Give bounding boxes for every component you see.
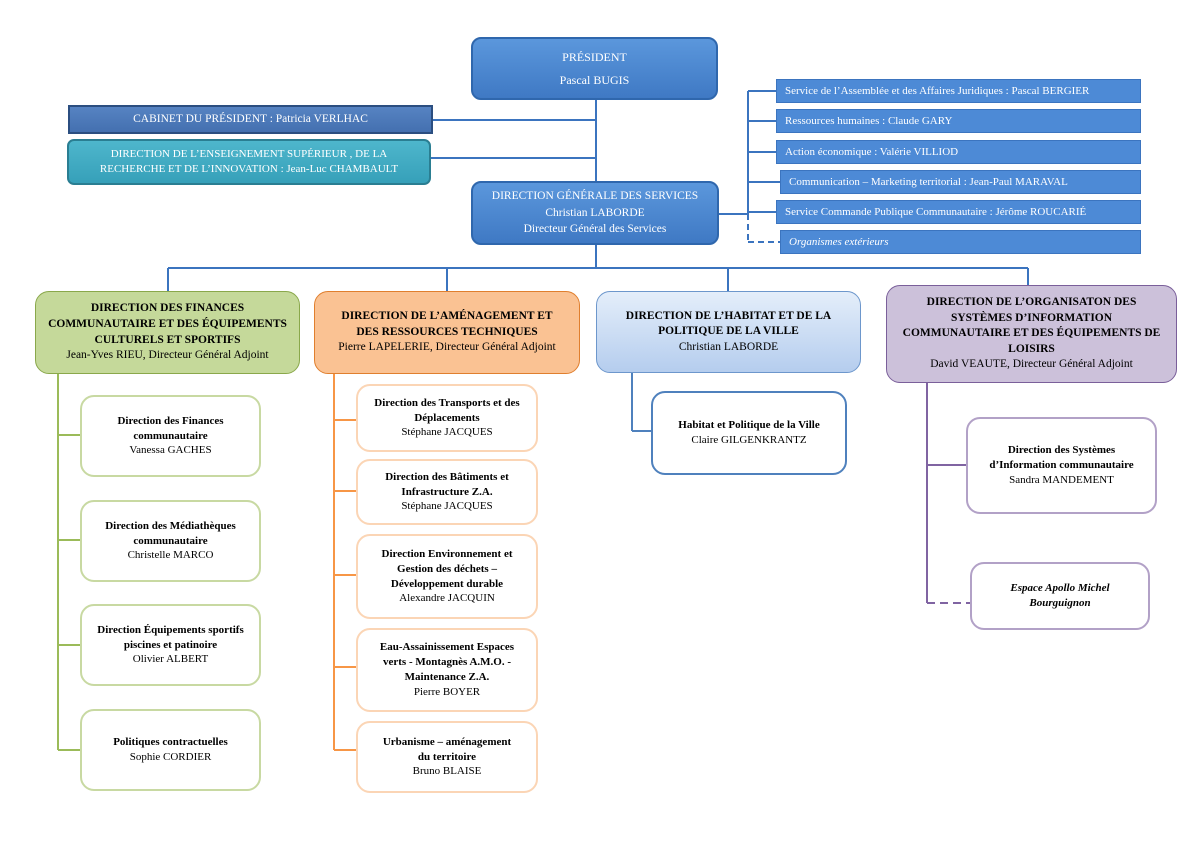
direction-systemes-title: DIRECTION DE L’ORGANISATON DES SYSTÈMES …: [902, 296, 1161, 355]
service-eco-label: Action économique : Valérie VILLIOD: [785, 146, 959, 158]
sub-transports-person: Stéphane JACQUES: [401, 426, 493, 439]
sub-mediatheques: Direction des Médiathèques communautaire…: [80, 500, 261, 582]
dgs-name: Christian LABORDE: [545, 206, 645, 219]
enseignement-box: DIRECTION DE L’ENSEIGNEMENT SUPÉRIEUR , …: [67, 139, 431, 185]
sub-politiques: Politiques contractuelles Sophie CORDIER: [80, 709, 261, 791]
president-title: PRÉSIDENT: [562, 50, 627, 65]
direction-habitat-title: DIRECTION DE L’HABITAT ET DE LA POLITIQU…: [625, 309, 832, 338]
sub-apollo-title: Espace Apollo Michel Bourguignon: [1010, 582, 1110, 609]
service-commande-label: Service Commande Publique Communautaire …: [785, 206, 1087, 218]
sub-environnement-person: Alexandre JACQUIN: [399, 592, 495, 605]
sub-finances-title: Direction des Finances communautaire: [117, 414, 224, 442]
president-name: Pascal BUGIS: [559, 72, 630, 87]
president-box: PRÉSIDENT Pascal BUGIS: [471, 37, 718, 100]
sub-equipements-title: Direction Équipements sportifs piscines …: [97, 623, 244, 651]
service-organismes-label: Organismes extérieurs: [789, 236, 889, 248]
sub-equipements: Direction Équipements sportifs piscines …: [80, 604, 261, 686]
service-rh: Ressources humaines : Claude GARY: [776, 109, 1141, 133]
sub-systemes-info-title: Direction des Systèmes d’Information com…: [989, 444, 1134, 472]
sub-habitat: Habitat et Politique de la Ville Claire …: [651, 391, 847, 475]
sub-apollo: Espace Apollo Michel Bourguignon: [970, 562, 1150, 630]
sub-urbanisme: Urbanisme – aménagement du territoire Br…: [356, 721, 538, 793]
direction-finances-person: Jean-Yves RIEU, Directeur Général Adjoin…: [66, 349, 269, 362]
direction-habitat-person: Christian LABORDE: [678, 340, 779, 353]
sub-eau-title: Eau-Assainissement Espaces verts - Monta…: [379, 641, 515, 683]
service-organismes: Organismes extérieurs: [780, 230, 1141, 254]
sub-mediatheques-title: Direction des Médiathèques communautaire: [105, 519, 236, 547]
sub-habitat-title: Habitat et Politique de la Ville: [678, 419, 820, 432]
sub-environnement-title: Direction Environnement et Gestion des d…: [381, 547, 513, 590]
direction-systemes-person: David VEAUTE, Directeur Général Adjoint: [930, 358, 1133, 371]
cabinet-label: CABINET DU PRÉSIDENT : Patricia VERLHAC: [133, 112, 368, 125]
service-assemblee-label: Service de l’Assemblée et des Affaires J…: [785, 85, 1090, 97]
sub-environnement: Direction Environnement et Gestion des d…: [356, 534, 538, 619]
direction-amenagement: DIRECTION DE L’AMÉNAGEMENT ET DES RESSOU…: [314, 291, 580, 374]
sub-eau-person: Pierre BOYER: [413, 685, 481, 698]
sub-politiques-title: Politiques contractuelles: [113, 736, 228, 749]
sub-transports-title: Direction des Transports et des Déplacem…: [374, 396, 520, 424]
direction-amenagement-title: DIRECTION DE L’AMÉNAGEMENT ET DES RESSOU…: [341, 310, 553, 338]
dgs-box: DIRECTION GÉNÉRALE DES SERVICES Christia…: [471, 181, 719, 245]
sub-habitat-person: Claire GILGENKRANTZ: [691, 434, 807, 446]
sub-transports: Direction des Transports et des Déplacem…: [356, 384, 538, 452]
sub-systemes-info: Direction des Systèmes d’Information com…: [966, 417, 1157, 514]
dgs-role: Directeur Général des Services: [523, 223, 667, 236]
service-assemblee: Service de l’Assemblée et des Affaires J…: [776, 79, 1141, 103]
sub-finances: Direction des Finances communautaire Van…: [80, 395, 261, 477]
sub-urbanisme-person: Bruno BLAISE: [412, 765, 482, 778]
service-eco: Action économique : Valérie VILLIOD: [776, 140, 1141, 164]
sub-batiments-title: Direction des Bâtiments et Infrastructur…: [385, 470, 509, 498]
service-rh-label: Ressources humaines : Claude GARY: [785, 115, 953, 127]
enseignement-line1: DIRECTION DE L’ENSEIGNEMENT SUPÉRIEUR , …: [110, 148, 388, 161]
sub-politiques-person: Sophie CORDIER: [129, 751, 212, 763]
sub-equipements-person: Olivier ALBERT: [132, 653, 209, 666]
direction-finances-title: DIRECTION DES FINANCES COMMUNAUTAIRE ET …: [48, 302, 287, 346]
dgs-title: DIRECTION GÉNÉRALE DES SERVICES: [491, 189, 699, 202]
direction-habitat: DIRECTION DE L’HABITAT ET DE LA POLITIQU…: [596, 291, 861, 373]
sub-systemes-info-person: Sandra MANDEMENT: [1009, 473, 1114, 486]
direction-systemes: DIRECTION DE L’ORGANISATON DES SYSTÈMES …: [886, 285, 1177, 383]
service-commande: Service Commande Publique Communautaire …: [776, 200, 1141, 224]
service-communication: Communication – Marketing territorial : …: [780, 170, 1141, 194]
sub-batiments: Direction des Bâtiments et Infrastructur…: [356, 459, 538, 525]
enseignement-line2: RECHERCHE ET DE L’INNOVATION : Jean-Luc …: [99, 163, 399, 175]
sub-urbanisme-title: Urbanisme – aménagement du territoire: [382, 735, 512, 763]
direction-finances: DIRECTION DES FINANCES COMMUNAUTAIRE ET …: [35, 291, 300, 374]
direction-amenagement-person: Pierre LAPELERIE, Directeur Général Adjo…: [338, 341, 556, 354]
service-communication-label: Communication – Marketing territorial : …: [789, 176, 1068, 188]
sub-eau: Eau-Assainissement Espaces verts - Monta…: [356, 628, 538, 712]
cabinet-box: CABINET DU PRÉSIDENT : Patricia VERLHAC: [68, 105, 433, 134]
sub-batiments-person: Stéphane JACQUES: [401, 500, 493, 513]
sub-finances-person: Vanessa GACHES: [129, 444, 212, 457]
sub-mediatheques-person: Christelle MARCO: [127, 549, 214, 562]
